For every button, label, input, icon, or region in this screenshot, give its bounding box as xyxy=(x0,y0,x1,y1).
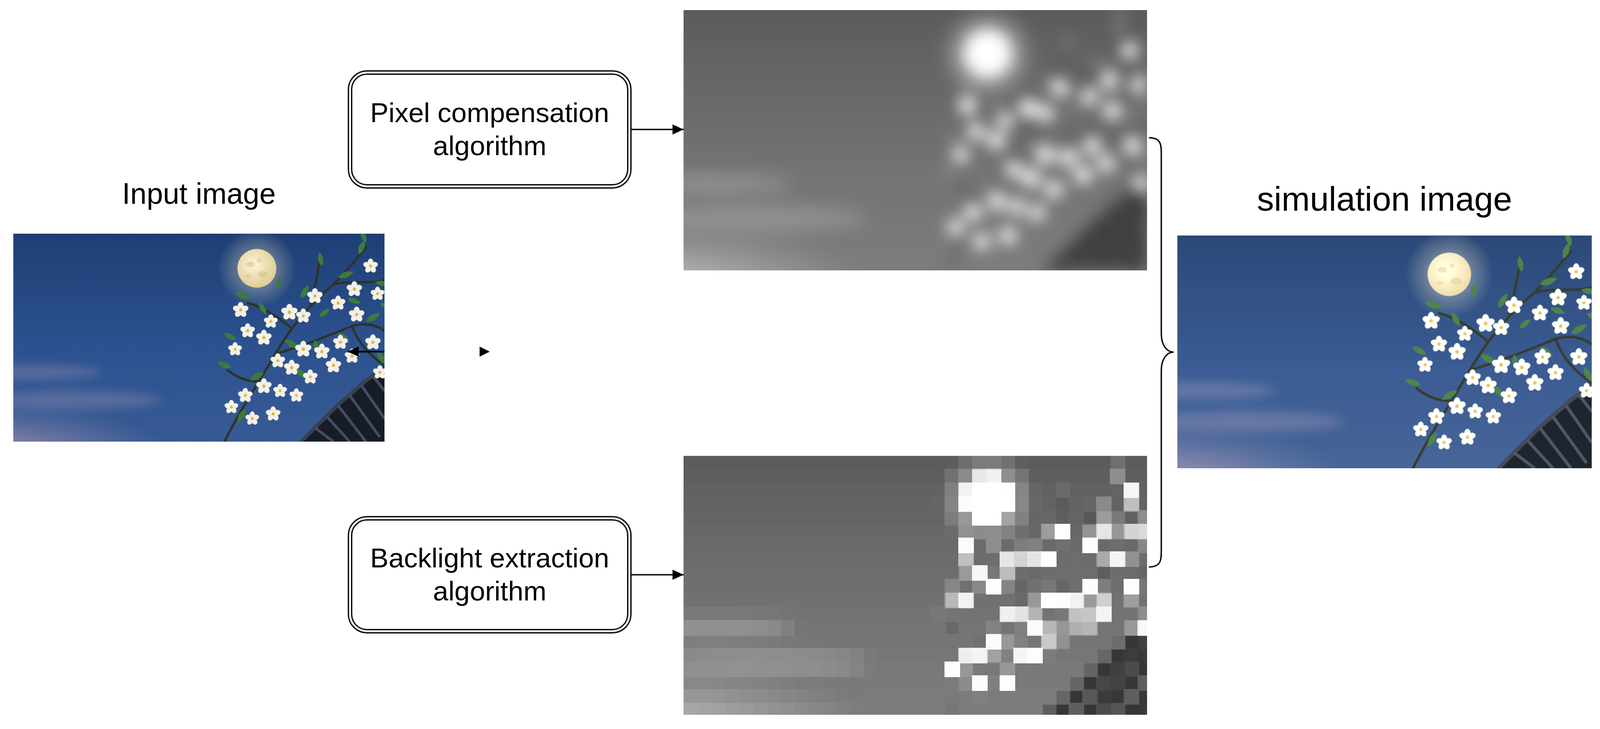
image-title: simulation image xyxy=(1177,179,1592,221)
blurred-gray-scene xyxy=(556,421,1182,729)
backlight-map xyxy=(556,421,1182,729)
pixelated-gray-scene xyxy=(556,421,1182,729)
flow-arrow xyxy=(347,351,385,353)
night-scene xyxy=(0,206,413,470)
merge-brace xyxy=(1148,137,1174,568)
box-label: Backlight extraction algorithm xyxy=(357,542,622,609)
process-box: Pixel compensation algorithm xyxy=(347,70,632,189)
simulation-photo xyxy=(1063,204,1600,500)
output-arrow xyxy=(623,129,684,131)
night-scene xyxy=(1063,204,1600,500)
image-title: Input image xyxy=(13,176,385,212)
box-label: Pixel compensation algorithm xyxy=(357,96,622,163)
junction-arrowhead xyxy=(479,346,490,357)
process-box: Backlight extraction algorithm xyxy=(347,516,632,634)
image-panel: simulation image xyxy=(1177,179,1592,469)
output-arrow xyxy=(623,574,684,577)
input-photo xyxy=(0,206,413,470)
flow-arrow xyxy=(347,351,385,353)
compensation-map xyxy=(556,0,1182,306)
image-panel: Input image xyxy=(13,176,385,442)
blurred-gray-scene xyxy=(556,0,1182,306)
